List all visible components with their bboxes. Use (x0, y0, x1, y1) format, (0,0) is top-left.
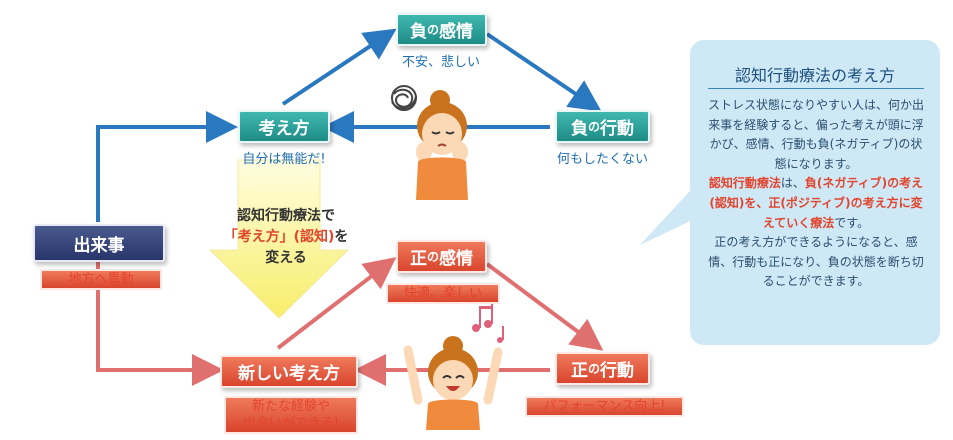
panel-title: 認知行動療法の考え方 (734, 66, 895, 85)
negative-emotion-box: 負の感情 (396, 13, 487, 46)
negative-emotion-caption: 不安、悲しい (401, 55, 480, 70)
new-thought-box: 新しい考え方 (220, 355, 358, 388)
event-box: 出来事 (33, 224, 165, 262)
panel-paragraph-2: 認知行動療法は、負(ネガティブ)の考え(認知)を、正(ポジティブ)の考え方に変え… (708, 176, 924, 230)
panel-body: ストレス状態になりやすい人は、何か出来事を経験すると、偏った考えが頭に浮かび、感… (704, 96, 928, 292)
panel-pointer (640, 180, 705, 245)
panel-paragraph-1: ストレス状態になりやすい人は、何か出来事を経験すると、偏った考えが頭に浮かび、感… (707, 98, 924, 171)
thought-caption: 自分は無能だ! (242, 152, 326, 167)
arrow-event-to-thought (96, 111, 238, 222)
transform-line2: 「考え方」(認知)を (223, 229, 349, 245)
arrow-thought-to-emotion (281, 28, 397, 106)
transform-line1: 認知行動療法で (237, 208, 335, 224)
explanation-panel: 認知行動療法の考え方 ストレス状態になりやすい人は、何か出来事を経験すると、偏っ… (690, 40, 940, 345)
transform-line3: 変える (265, 250, 307, 266)
thought-box: 考え方 (238, 110, 330, 143)
music-note-icon (472, 304, 504, 343)
negative-action-box: 負の行動 (555, 110, 650, 143)
arrow-emotion-to-action (485, 32, 602, 112)
arrow-emotion-to-action-pos (485, 262, 604, 351)
negative-action-caption: 何もしたくない (556, 152, 648, 167)
panel-paragraph-3: 正の考え方ができるようになると、感情、行動も正になり、負の状態を断ち切ることがで… (708, 235, 924, 289)
positive-emotion-caption: 快適、楽しい (386, 283, 500, 304)
positive-action-box: 正の行動 (555, 352, 650, 385)
event-caption: 地方へ異動 (40, 269, 162, 290)
happy-woman-illustration (403, 304, 504, 430)
panel-divider (708, 88, 924, 89)
positive-emotion-box: 正の感情 (396, 240, 487, 273)
transform-text: 認知行動療法で 「考え方」(認知)を 変える (196, 206, 376, 269)
new-thought-caption: 新たな経験や 出会いができる! (224, 396, 358, 434)
arrow-event-to-newthought (96, 262, 224, 386)
arrow-newthought-to-emotion (276, 257, 397, 350)
worry-scribble-icon (391, 85, 417, 111)
transform-arrow (208, 159, 350, 319)
positive-action-caption: パフォーマンス向上! (525, 396, 684, 417)
sad-woman-illustration (391, 85, 468, 200)
